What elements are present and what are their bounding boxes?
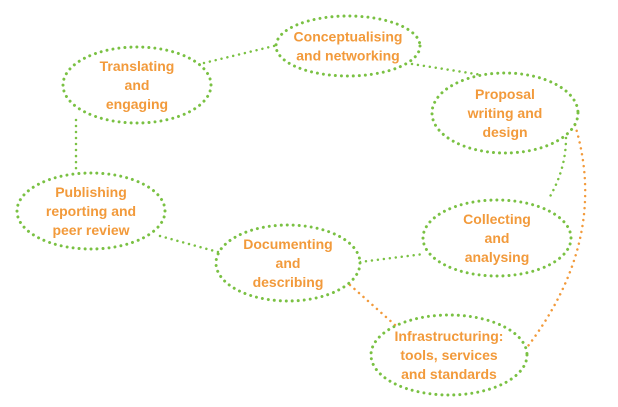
edge-translating-to-conceptualising	[202, 43, 280, 65]
edge-documenting-to-infrastructuring	[348, 283, 397, 327]
node-label-publishing-line-2: reporting and	[46, 203, 136, 219]
node-label-translating-line-3: engaging	[106, 96, 168, 112]
node-label-proposal-line-2: writing and	[467, 105, 543, 121]
node-label-infrastructuring-line-2: tools, services	[400, 347, 497, 363]
node-ellipse-publishing	[15, 171, 167, 251]
node-label-proposal-line-3: design	[482, 124, 527, 140]
edge-proposal-to-infrastructuring	[523, 123, 587, 352]
node-publishing: Publishing reporting and peer review	[15, 171, 167, 251]
edge-documenting-to-collecting	[358, 252, 426, 264]
node-ellipse-documenting	[214, 223, 362, 303]
node-label-documenting-line-3: describing	[253, 274, 324, 290]
node-label-translating-line-1: Translating	[100, 58, 175, 74]
node-label-collecting-line-3: analysing	[465, 249, 530, 265]
edge-publishing-to-documenting	[158, 234, 220, 254]
node-documenting: Documenting and describing	[214, 223, 362, 303]
node-label-documenting-line-2: and	[276, 255, 301, 271]
node-translating: Translating and engaging	[61, 45, 213, 125]
node-ellipse-conceptualising	[274, 14, 422, 78]
node-conceptualising: Conceptualising and networking	[274, 14, 422, 78]
node-label-publishing-line-3: peer review	[52, 222, 129, 238]
node-label-collecting-line-1: Collecting	[463, 211, 531, 227]
node-label-publishing-line-1: Publishing	[55, 184, 127, 200]
node-label-infrastructuring-line-3: and standards	[401, 366, 497, 382]
node-label-proposal-line-1: Proposal	[475, 86, 535, 102]
node-label-translating-line-2: and	[125, 77, 150, 93]
node-collecting: Collecting and analysing	[421, 198, 573, 278]
node-ellipse-translating	[61, 45, 213, 125]
node-label-documenting-line-1: Documenting	[243, 236, 332, 252]
node-ellipse-proposal	[430, 71, 580, 155]
node-label-collecting-line-2: and	[485, 230, 510, 246]
node-infrastructuring: Infrastructuring: tools, services and stan…	[369, 313, 529, 397]
node-proposal: Proposal writing and design	[430, 71, 580, 155]
node-ellipse-infrastructuring	[369, 313, 529, 397]
edge-conceptualising-to-proposal	[410, 62, 484, 77]
node-label-infrastructuring-line-1: Infrastructuring:	[395, 328, 504, 344]
edge-proposal-to-collecting	[546, 136, 568, 202]
edges-layer	[74, 43, 587, 352]
node-label-conceptualising-line-2: and networking	[296, 48, 399, 64]
node-ellipse-collecting	[421, 198, 573, 278]
node-label-conceptualising-line-1: Conceptualising	[294, 29, 403, 45]
